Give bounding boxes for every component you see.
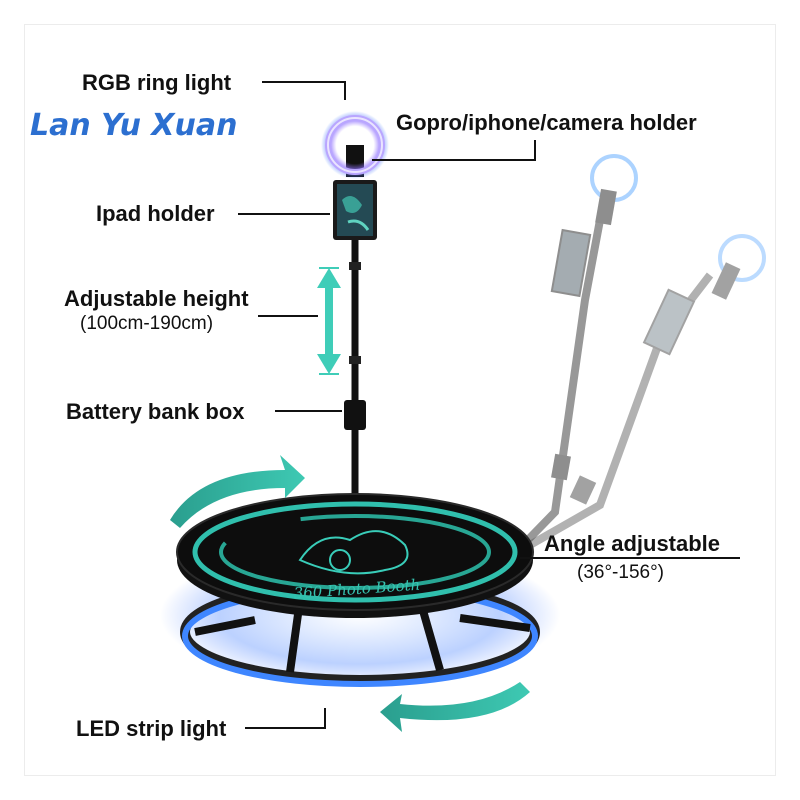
- height-arrow-icon: [317, 267, 341, 375]
- battery-box: [344, 400, 366, 430]
- label-height-range: (100cm-190cm): [80, 313, 214, 334]
- label-adjustable-height: Adjustable height: [64, 286, 249, 311]
- rotate-arrow-bottom-icon: [380, 682, 530, 732]
- ring-light-glow: [321, 111, 389, 179]
- label-battery-bank-box: Battery bank box: [66, 399, 245, 424]
- label-camera-holder: Gopro/iphone/camera holder: [396, 110, 697, 135]
- rotate-arrow-top-icon: [170, 455, 305, 528]
- label-rgb-ring-light: RGB ring light: [82, 70, 232, 95]
- leader-lines: [238, 81, 740, 729]
- tilted-stand-ghost-1: [517, 154, 638, 551]
- label-ipad-holder: Ipad holder: [96, 201, 215, 226]
- label-angle-adjustable: Angle adjustable: [544, 531, 721, 556]
- brand-logo: Lan Yu Xuan: [30, 108, 238, 143]
- tilted-stand-ghost-2: [528, 234, 766, 549]
- main-stand: [321, 111, 389, 500]
- label-led-strip-light: LED strip light: [76, 716, 227, 741]
- label-angle-range: (36°-156°): [577, 562, 665, 583]
- platform: [176, 493, 534, 618]
